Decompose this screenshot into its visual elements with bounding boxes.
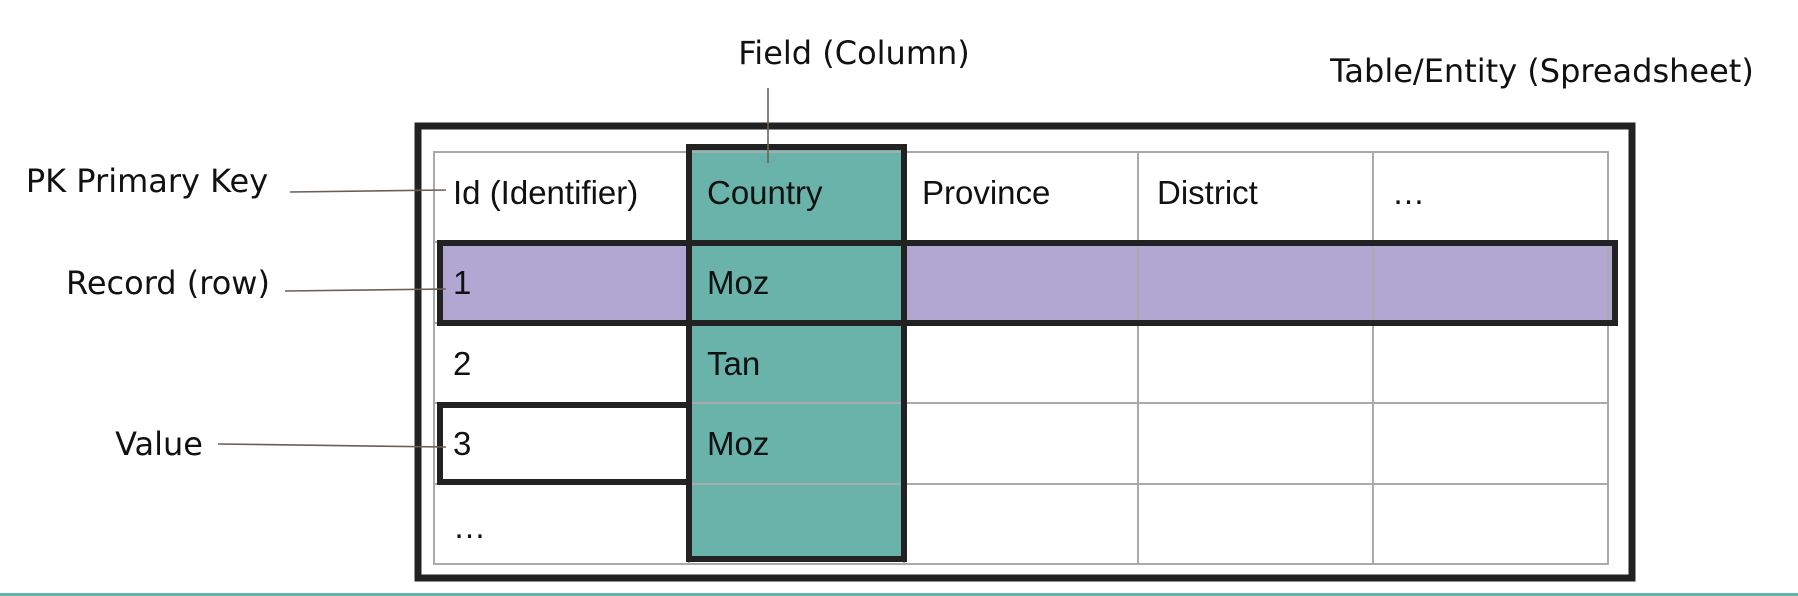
cell-country: Tan [707, 345, 760, 382]
field-record-intersection [689, 243, 904, 323]
cell-id: 1 [453, 264, 471, 301]
table-grid [433, 151, 1609, 565]
cell-id: 2 [453, 345, 471, 382]
leader-lines [217, 88, 769, 448]
cell-id: 3 [453, 425, 471, 462]
header-more: … [1392, 174, 1425, 211]
table-entity-label: Table/Entity (Spreadsheet) [1329, 52, 1754, 90]
record-leader [284, 288, 447, 292]
cell-country: Moz [707, 264, 769, 301]
cell-country: Moz [707, 425, 769, 462]
record-label: Record (row) [66, 264, 270, 302]
value-outline [437, 402, 692, 485]
primary-key-label: PK Primary Key [26, 162, 268, 200]
field-label: Field (Column) [738, 34, 970, 72]
pk-leader [289, 189, 447, 193]
cell-id: … [453, 508, 486, 545]
header-country: Country [707, 174, 823, 211]
value-leader [217, 443, 447, 448]
bottom-rule [0, 593, 1798, 596]
field-outline [686, 144, 907, 562]
header-district: District [1157, 174, 1258, 211]
header-province: Province [922, 174, 1050, 211]
table-entity-outline [414, 122, 1636, 582]
record-outline [437, 240, 1618, 326]
value-label: Value [115, 425, 203, 463]
header-id: Id (Identifier) [453, 174, 638, 211]
record-row-highlight [440, 243, 1615, 323]
field-column-highlight [689, 147, 904, 559]
